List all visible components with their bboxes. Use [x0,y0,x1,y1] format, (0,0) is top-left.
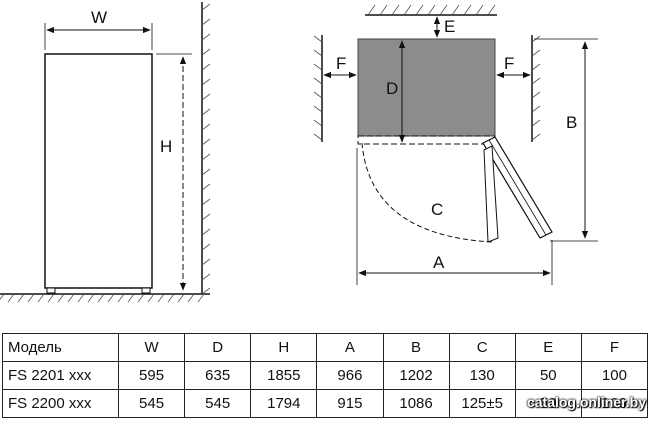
width-label: W [91,8,107,27]
table-cell: 130 [448,361,516,390]
watermark: catalog.onliner.by [526,394,646,410]
height-label: H [160,137,172,156]
table-cell: 1086 [382,389,450,418]
door-swing-arc [361,142,493,243]
header-cell: C [448,333,516,362]
header-cell: W [117,333,186,362]
c-label: C [431,200,443,219]
table-cell: 100 [580,389,649,418]
back-wall-hatch [367,4,496,16]
table-cell: FS 2200 xxx [2,389,119,418]
fridge-top-view [357,38,496,137]
right-wall-hatch [531,35,541,141]
table-cell: 100 [580,361,649,390]
table-row: FS 2201 xxx 595 635 1855 966 1202 130 50… [2,361,649,390]
header-cell: Модель [2,333,119,362]
table-cell: 1855 [250,361,318,390]
closed-door-outline [357,135,496,145]
open-door-edge [483,145,499,243]
f-right-label: F [504,54,514,73]
table-cell: 1794 [250,389,318,418]
floor-hatch [0,293,205,303]
header-cell: E [514,333,582,362]
table-cell: FS 2201 xxx [2,361,119,390]
header-cell: F [580,333,649,362]
e-label: E [444,17,455,36]
open-door-inner-line [488,139,547,236]
b-label: B [566,113,577,132]
table-cell: 545 [184,389,252,418]
front-view: W H [0,2,211,303]
table-cell: 915 [316,389,384,418]
d-label: D [386,79,398,98]
table-cell: 635 [184,361,252,390]
table-cell: 50 [514,361,582,390]
header-cell: A [316,333,384,362]
table-cell: 1202 [382,361,450,390]
wall-hatch [201,3,211,295]
table-cell: 966 [316,361,384,390]
left-wall-hatch [313,35,323,141]
table-row: FS 2200 xxx 545 545 1794 915 1086 125±5 … [2,389,649,418]
header-cell: D [184,333,252,362]
plan-view: E F F D B C A [313,4,598,285]
dimensions-table: Модель W D H A B C E F FS 2201 xxx 595 6… [2,333,649,418]
installation-diagram: W H E F F D [0,2,598,303]
header-cell: H [250,333,318,362]
a-label: A [433,253,445,272]
fridge-foot-right [141,287,151,294]
f-left-label: F [336,54,346,73]
table-header-row: Модель W D H A B C E F [2,333,649,362]
table-cell: 595 [117,361,186,390]
table-cell: 545 [117,389,186,418]
table-cell: 125±5 [448,389,516,418]
fridge-foot-left [46,287,56,294]
header-cell: B [382,333,450,362]
table-cell: 50 [514,389,582,418]
fridge-front [44,53,153,289]
